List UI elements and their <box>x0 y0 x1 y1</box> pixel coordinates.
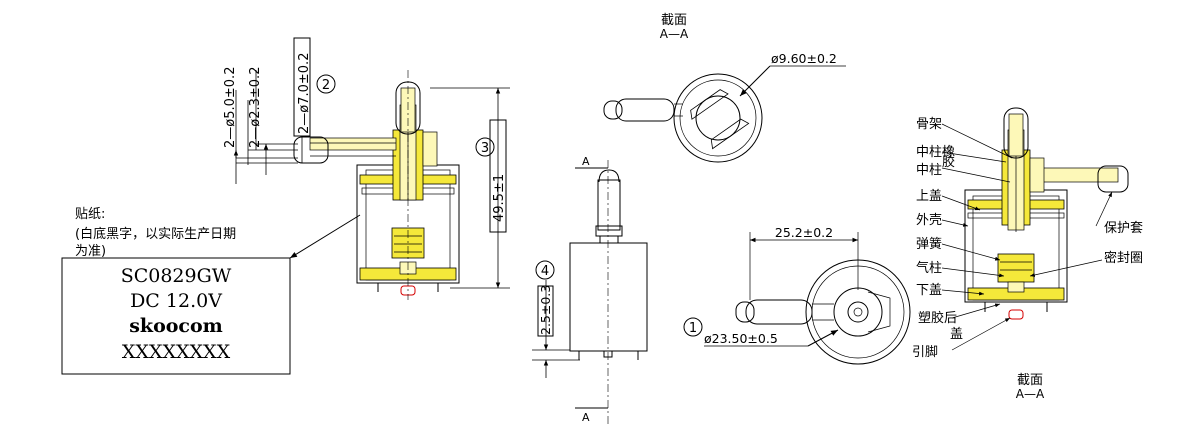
part-label-4: 上盖 <box>916 189 942 204</box>
part-label-3b: 胶 <box>942 154 955 170</box>
part-label-11: 保护套 <box>1104 220 1143 236</box>
top-cross-section <box>603 65 846 163</box>
sticker: 贴纸: (白底黑字，以实际生产日期 为准) SC0829GW DC 12.0V … <box>61 207 291 375</box>
section-mark-bottom: A <box>582 411 590 424</box>
part-label-8: 下盖 <box>916 283 942 298</box>
part-label-12: 密封圈 <box>1104 250 1143 266</box>
sticker-leader <box>289 214 361 259</box>
part-label-9a: 塑胶后 <box>918 310 957 326</box>
left-dimensions <box>233 37 510 289</box>
bottom-top-view <box>704 232 911 365</box>
balloon-2: 2 <box>316 74 336 94</box>
dim-height: 49.5±1 <box>492 174 507 222</box>
section-mark-top: A <box>582 155 590 168</box>
dim-d960: ø9.60±0.2 <box>771 51 837 66</box>
part-label-5: 外壳 <box>916 213 942 228</box>
dim-d1: 2—ø5.0±0.2 <box>223 67 238 148</box>
dim-d2350: ø23.50±0.5 <box>704 331 778 346</box>
center-front-view <box>532 160 648 425</box>
part-label-2: 中柱橡 <box>916 145 955 160</box>
svg-text:2: 2 <box>322 78 330 93</box>
svg-text:3: 3 <box>481 141 489 156</box>
section-top-sub: A—A <box>660 27 689 41</box>
dim-d3: 2—ø7.0±0.2 <box>297 53 312 134</box>
dim-d2: 2—ø2.3±0.2 <box>248 67 263 148</box>
section-bottom-title: 截面 <box>1017 373 1043 388</box>
balloon-3: 3 <box>475 137 495 157</box>
sticker-line-3: skoocom <box>129 315 223 337</box>
part-label-6: 弹簧 <box>916 236 942 252</box>
part-label-1: 骨架 <box>916 117 942 132</box>
sticker-note-2: (白底黑字，以实际生产日期 <box>75 226 236 242</box>
balloon-4: 4 <box>535 260 555 280</box>
section-top-title: 截面 <box>661 13 687 28</box>
sticker-note-1: 贴纸: <box>75 207 105 222</box>
svg-text:1: 1 <box>689 321 697 336</box>
dim-d25: 2.5±0.3 <box>538 285 553 335</box>
left-sectional-view <box>293 70 460 300</box>
svg-text:4: 4 <box>541 264 549 279</box>
part-label-9b: 盖 <box>950 327 963 342</box>
sticker-line-1: SC0829GW <box>121 265 232 287</box>
sticker-line-2: DC 12.0V <box>130 290 222 312</box>
section-bottom-sub: A—A <box>1016 387 1045 401</box>
balloon-1: 1 <box>683 317 703 337</box>
sticker-note-3: 为准) <box>75 244 106 259</box>
part-label-10: 引脚 <box>912 344 938 360</box>
part-label-7: 气柱 <box>916 260 942 276</box>
part-label-3a: 中柱 <box>916 163 942 178</box>
part-leaders <box>941 123 1113 351</box>
dim-d252: 25.2±0.2 <box>775 225 833 240</box>
sticker-line-4: XXXXXXXX <box>122 341 231 363</box>
right-sectional-view <box>964 107 1129 320</box>
